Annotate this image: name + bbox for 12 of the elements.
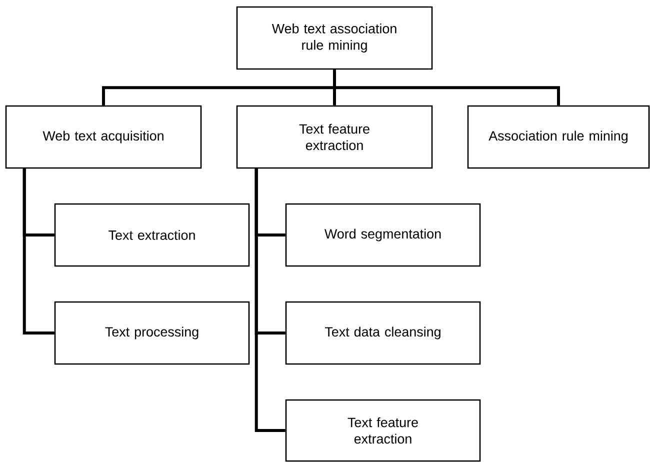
process-box: Text data cleansing [285, 301, 481, 365]
connector-line [333, 70, 560, 106]
process-box: Web text association rule mining [236, 6, 433, 70]
process-box: Association rule mining [467, 105, 650, 169]
process-box: Text extraction [54, 203, 250, 267]
process-box: Text processing [54, 301, 250, 365]
process-box: Text feature extraction [285, 399, 481, 462]
process-box: Text feature extraction [236, 105, 433, 169]
connector-line [254, 168, 286, 432]
process-box: Word segmentation [285, 203, 481, 267]
connector-line [22, 168, 54, 334]
process-box: Web text acquisition [5, 105, 202, 169]
